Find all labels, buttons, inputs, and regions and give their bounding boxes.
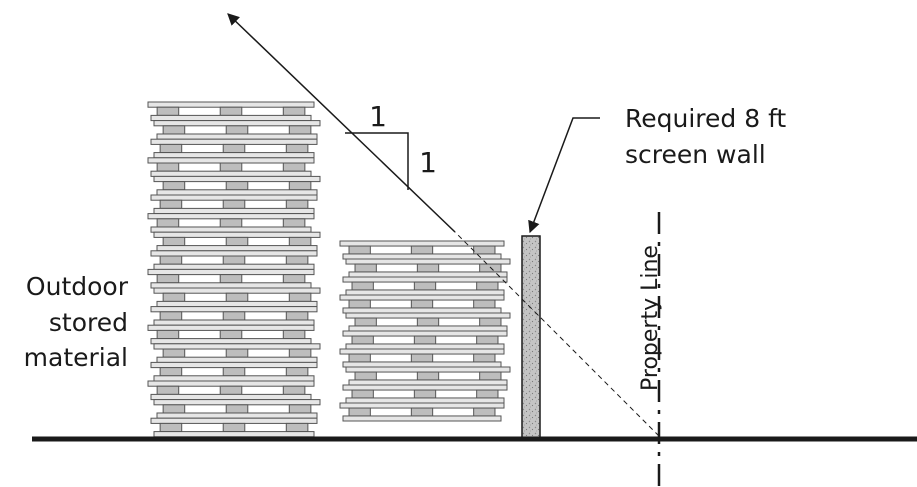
- pallet: [153, 343, 321, 363]
- wall-leader-arrow: [528, 117, 600, 234]
- pallet: [147, 268, 315, 289]
- pallet: [345, 366, 511, 386]
- pallet: [147, 213, 315, 233]
- pallet: [342, 384, 508, 404]
- tall-pallet-stack: [147, 101, 321, 438]
- screen-wall: [521, 235, 541, 439]
- pallet: [345, 312, 511, 332]
- pallet: [147, 101, 315, 122]
- sight-line-dashed: [454, 231, 660, 437]
- pallet: [150, 138, 318, 159]
- pallet: [153, 287, 321, 308]
- slope-rise-label: 1: [419, 146, 437, 179]
- pallet: [153, 120, 321, 140]
- wall-label-line2: screen wall: [625, 140, 766, 169]
- sight-line-arrow: [227, 13, 456, 233]
- pallet: [342, 276, 508, 296]
- wall-label-line1: Required 8 ft: [625, 104, 786, 133]
- pallet: [150, 194, 318, 215]
- material-label-line2: stored: [49, 308, 128, 337]
- short-pallet-stack: [339, 240, 511, 422]
- property-line-label: Property Line: [638, 245, 663, 391]
- pallet: [339, 402, 505, 422]
- pallet: [147, 324, 315, 345]
- material-label-line1: Outdoor: [26, 272, 129, 301]
- pallet: [153, 231, 321, 252]
- pallet: [153, 175, 321, 196]
- pallet: [339, 294, 505, 314]
- pallet: [150, 361, 318, 382]
- pallet: [153, 399, 321, 419]
- pallet: [150, 306, 318, 326]
- slope-triangle: [345, 132, 409, 190]
- pallet: [342, 330, 508, 350]
- material-label-line3: material: [24, 343, 128, 372]
- pallet: [147, 157, 315, 177]
- slope-run-label: 1: [369, 100, 387, 133]
- pallet: [339, 348, 505, 368]
- pallet: [150, 417, 318, 438]
- pallet: [147, 380, 315, 401]
- pallet: [150, 250, 318, 270]
